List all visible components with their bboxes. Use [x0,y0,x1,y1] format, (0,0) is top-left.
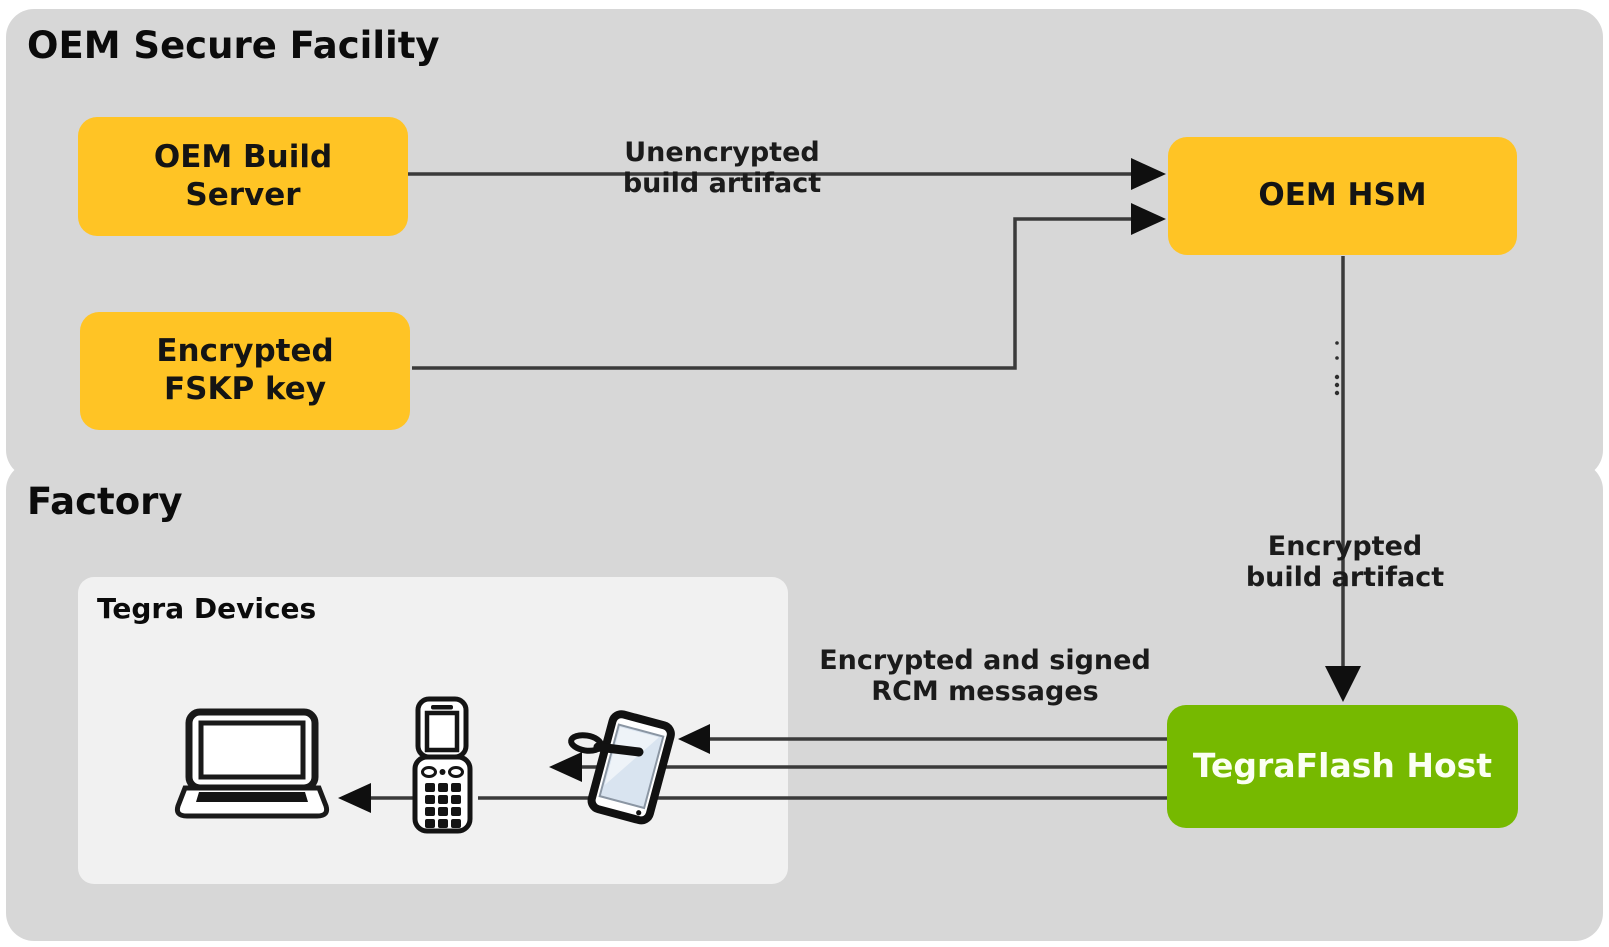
arrowhead-into-hsm-2 [1131,203,1166,235]
factory-title: Factory [27,480,183,523]
tablet-stylus-icon [568,710,675,825]
oem-hsm-node: OEM HSM [1168,137,1517,255]
arrowhead-into-laptop [338,783,371,813]
arrowhead-into-hsm-1 [1131,158,1166,190]
oem-hsm-label: OEM HSM [1258,177,1427,214]
oem-build-server-node: OEM Build Server [78,117,408,236]
arrowhead-into-tegraflash [1325,666,1361,702]
stylus [568,732,644,757]
tegraflash-host-node: TegraFlash Host [1167,705,1518,828]
unencrypted-build-artifact-label: Unencrypted build artifact [622,137,822,199]
arrowhead-into-tablet [678,724,710,754]
rcm-messages-label: Encrypted and signed RCM messages [819,645,1151,707]
encrypted-fskp-key-node: Encrypted FSKP key [80,312,410,430]
oem-build-server-label: OEM Build Server [153,138,333,213]
laptop-icon [174,708,330,819]
arrowhead-into-phone [549,752,582,782]
arrow-fskp-to-hsm [412,217,1134,370]
tegra-devices-title: Tegra Devices [97,592,317,625]
flip-phone-icon [412,696,473,834]
encrypted-build-artifact-label: Encrypted build artifact [1245,531,1445,593]
encrypted-fskp-key-label: Encrypted FSKP key [156,333,334,407]
dotted-marks-on-hsm-line [1334,341,1340,396]
tegraflash-host-label: TegraFlash Host [1192,746,1493,786]
oem-facility-title: OEM Secure Facility [27,24,440,67]
